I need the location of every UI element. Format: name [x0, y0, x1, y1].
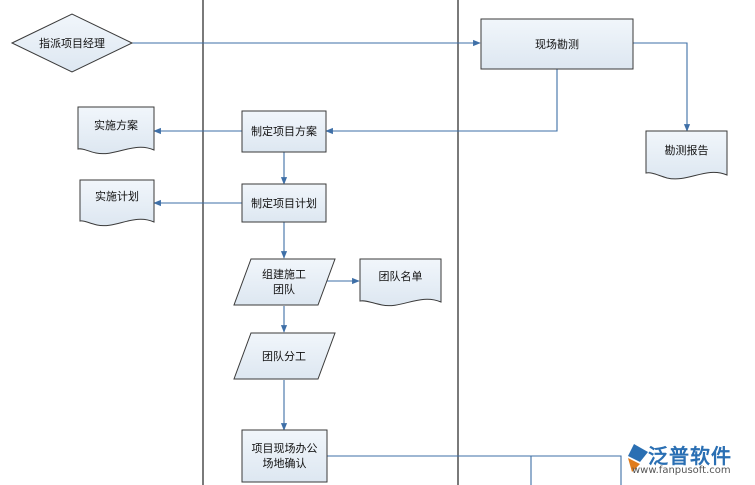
edge-survey-to-plan — [325, 69, 558, 135]
process-site-survey[interactable] — [480, 18, 634, 70]
brand-name: 泛普软件 — [648, 444, 732, 468]
edge-survey-to-report — [633, 42, 691, 132]
brand-logo: 泛普软件 www.fanpusoft.com — [622, 440, 754, 484]
io-build-team[interactable] — [233, 258, 336, 306]
document-impl-plan[interactable] — [77, 106, 155, 155]
edge-office-right — [327, 455, 622, 485]
io-team-division[interactable] — [233, 332, 336, 380]
process-make-plan[interactable] — [241, 110, 327, 153]
document-survey-report[interactable] — [645, 130, 728, 180]
document-team-list[interactable] — [359, 258, 442, 307]
logo-icon — [628, 444, 648, 472]
brand-url: www.fanpusoft.com — [632, 465, 731, 476]
process-make-schedule[interactable] — [241, 183, 327, 223]
decision-assign-pm[interactable] — [10, 13, 134, 73]
process-site-office[interactable] — [241, 429, 328, 483]
document-impl-schedule[interactable] — [79, 179, 155, 227]
